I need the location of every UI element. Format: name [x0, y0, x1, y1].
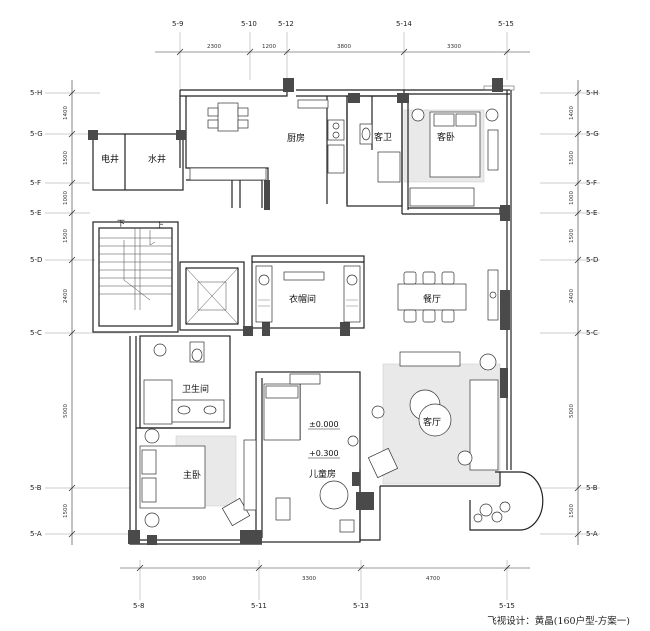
dim-top-4: 3300	[447, 44, 461, 50]
bathroom-fixtures	[143, 341, 225, 425]
dim-left-6: 5000	[63, 404, 69, 418]
guest-bath-fixtures	[359, 123, 401, 183]
dim-left-3: 1000	[63, 191, 69, 205]
axis-right-5-A: 5-A	[586, 530, 598, 538]
room-label-master-bedroom: 主卧	[183, 469, 201, 481]
level-mark-b: +0.300	[309, 449, 339, 458]
dim-left-7: 1500	[63, 504, 69, 518]
axis-right-5-C: 5-C	[586, 329, 598, 337]
guest-bed-furniture	[409, 108, 499, 207]
room-label-guest-bath: 客卫	[374, 131, 392, 143]
dimension-lines	[68, 48, 582, 572]
dim-left-2: 1500	[63, 151, 69, 165]
dim-right-6: 5000	[569, 404, 575, 418]
dim-left-5: 2400	[63, 289, 69, 303]
living-furniture	[367, 351, 499, 479]
axis-top-5-9: 5-9	[172, 20, 183, 28]
axis-right-5-E: 5-E	[586, 209, 597, 217]
axis-left-5-D: 5-D	[30, 256, 42, 264]
dims-left: 1400 1500 1000 1500 2400 5000 1500	[63, 106, 69, 518]
room-label-dining: 餐厅	[423, 293, 441, 305]
axis-right-5-H: 5-H	[586, 89, 598, 97]
dim-right-1: 1400	[569, 106, 575, 120]
dim-left-1: 1400	[63, 106, 69, 120]
room-label-kitchen: 厨房	[287, 132, 305, 144]
room-label-living: 客厅	[423, 416, 441, 428]
dim-right-4: 1500	[569, 229, 575, 243]
axis-bottom-5-8: 5-8	[133, 602, 144, 610]
dim-top-2: 1200	[262, 44, 276, 50]
dim-top-3: 3800	[337, 44, 351, 50]
axis-bottom-5-15: 5-15	[499, 602, 515, 610]
axis-top-5-15: 5-15	[498, 20, 514, 28]
kitchen-furniture	[189, 99, 345, 181]
axis-right-5-F: 5-F	[586, 179, 597, 187]
kids-furniture	[263, 373, 359, 533]
axis-left-5-C: 5-C	[30, 329, 42, 337]
axis-left-5-G: 5-G	[30, 130, 43, 138]
dim-bottom-2: 3300	[302, 576, 316, 582]
axis-right-5-G: 5-G	[586, 130, 599, 138]
axis-top-5-10: 5-10	[241, 20, 257, 28]
columns	[88, 78, 510, 545]
stairs	[99, 228, 172, 310]
axis-top-5-14: 5-14	[396, 20, 412, 28]
dim-left-4: 1500	[63, 229, 69, 243]
dining-table	[397, 269, 499, 323]
dim-bottom-3: 4700	[426, 576, 440, 582]
axis-bottom-5-13: 5-13	[353, 602, 369, 610]
dims-right: 1400 1500 1000 1500 2400 5000 1500	[569, 106, 575, 518]
axis-top-5-12: 5-12	[278, 20, 294, 28]
room-label-water-shaft: 水井	[148, 153, 166, 165]
axis-left-5-F: 5-F	[30, 179, 41, 187]
axis-left-5-H: 5-H	[30, 89, 42, 97]
room-label-elec-shaft: 电井	[101, 153, 119, 165]
dim-bottom-1: 3900	[192, 576, 206, 582]
level-mark-a: ±0.000	[309, 420, 339, 429]
balcony-plants	[473, 501, 511, 523]
axis-bottom-5-11: 5-11	[251, 602, 267, 610]
room-label-bathroom: 卫生间	[182, 383, 209, 395]
dim-right-2: 1500	[569, 151, 575, 165]
dim-right-5: 2400	[569, 289, 575, 303]
designer-credit: 飞视设计：黄晶(160户型-方案一)	[487, 616, 630, 627]
axis-left-5-B: 5-B	[30, 484, 42, 492]
axis-right-5-D: 5-D	[586, 256, 598, 264]
axis-left-5-A: 5-A	[30, 530, 42, 538]
dim-top-1: 2300	[207, 44, 221, 50]
axis-right-5-B: 5-B	[586, 484, 598, 492]
room-label-kids: 儿童房	[309, 468, 336, 480]
master-bed-furniture	[139, 428, 257, 528]
closet-furniture	[255, 265, 361, 323]
dim-right-3: 1000	[569, 191, 575, 205]
stair-label-up: 上	[156, 221, 164, 230]
elevator	[185, 267, 239, 325]
room-label-closet: 衣帽间	[289, 293, 316, 305]
room-label-guest-bedroom: 客卧	[437, 131, 455, 143]
grid-lines	[45, 32, 600, 600]
stair-label-down: 下	[117, 219, 125, 228]
axis-left-5-E: 5-E	[30, 209, 41, 217]
dim-right-7: 1500	[569, 504, 575, 518]
